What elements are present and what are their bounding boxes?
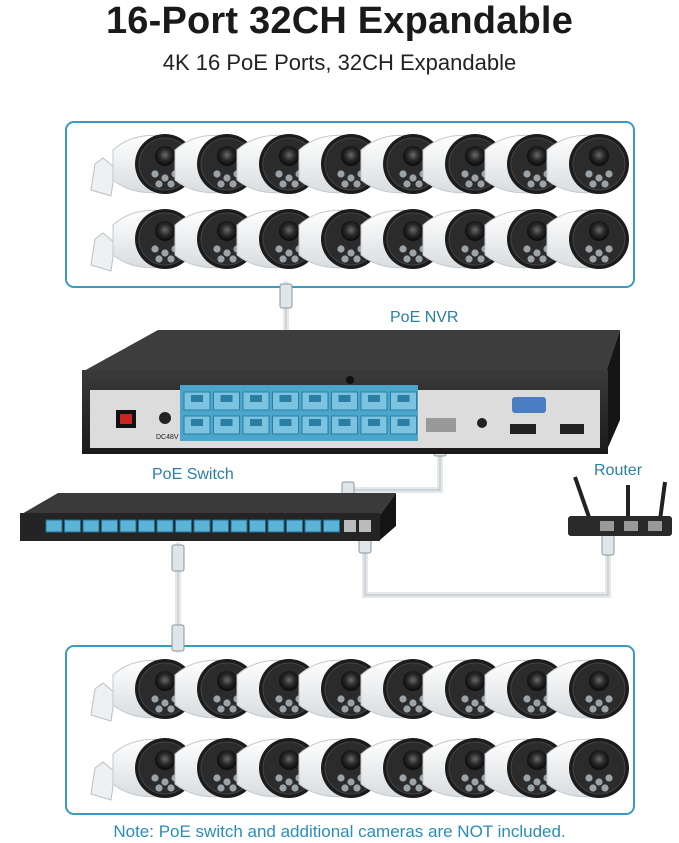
camera-group-top-box bbox=[65, 121, 635, 288]
camera bbox=[546, 659, 629, 719]
audio-jack bbox=[477, 418, 487, 428]
poe-nvr bbox=[82, 330, 620, 454]
lan-port bbox=[426, 418, 456, 432]
switch-poe-port bbox=[156, 519, 174, 533]
router bbox=[568, 476, 672, 536]
switch-poe-port bbox=[193, 519, 211, 533]
camera bbox=[546, 209, 629, 269]
page-subtitle: 4K 16 PoE Ports, 32CH Expandable bbox=[162, 50, 517, 75]
switch-poe-port bbox=[138, 519, 155, 533]
switch-poe-port bbox=[82, 519, 100, 533]
switch-poe-port bbox=[286, 519, 303, 533]
camera-group-bottom-box bbox=[65, 645, 635, 815]
vga-port bbox=[512, 397, 546, 413]
switch-poe-port bbox=[175, 519, 192, 533]
switch-poe-port bbox=[249, 519, 266, 533]
page-title: 16-Port 32CH Expandable bbox=[105, 0, 574, 42]
switch-label: PoE Switch bbox=[152, 466, 234, 483]
switch-poe-port bbox=[212, 519, 229, 533]
dc-label: DC48V bbox=[156, 434, 179, 441]
camera bbox=[546, 738, 629, 798]
cable-switch-to-router bbox=[362, 532, 611, 598]
switch-poe-port bbox=[267, 519, 285, 533]
camera bbox=[90, 738, 195, 801]
usb-port bbox=[560, 424, 584, 434]
switch-poe-port bbox=[323, 519, 340, 533]
switch-poe-port bbox=[230, 519, 248, 533]
switch-poe-port bbox=[119, 519, 137, 533]
hdmi-port bbox=[510, 424, 536, 434]
switch-poe-port bbox=[45, 519, 63, 533]
router-label: Router bbox=[594, 462, 643, 479]
camera bbox=[546, 134, 629, 194]
switch-poe-port bbox=[304, 519, 322, 533]
switch-poe-port bbox=[101, 519, 118, 533]
dc-jack bbox=[159, 412, 171, 424]
switch-poe-port bbox=[64, 519, 81, 533]
nvr-label: PoE NVR bbox=[390, 309, 459, 326]
poe-switch: ZOSI bbox=[20, 493, 396, 541]
footnote: Note: PoE switch and additional cameras … bbox=[113, 822, 566, 841]
